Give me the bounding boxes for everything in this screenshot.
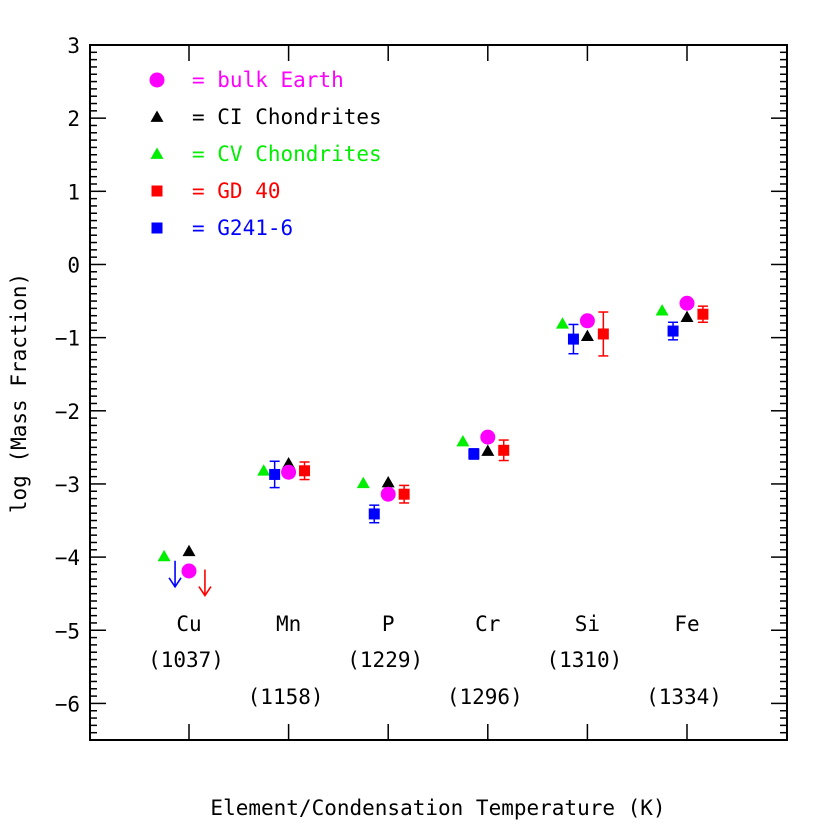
element-label: Cr <box>475 612 500 636</box>
data-point <box>556 317 569 329</box>
data-point <box>480 429 496 445</box>
data-point <box>680 310 694 323</box>
y-tick-label: 0 <box>67 253 80 277</box>
data-point <box>697 308 709 320</box>
legend-label: = G241-6 <box>192 216 293 240</box>
legend-marker <box>150 147 164 159</box>
upper-limit-arrowhead <box>198 586 212 597</box>
element-label: Si <box>575 612 600 636</box>
legend-marker <box>149 72 165 88</box>
legend-label: = GD 40 <box>192 179 281 203</box>
tick-marks <box>90 44 787 741</box>
data-point <box>356 476 370 489</box>
data-point <box>679 295 695 311</box>
element-label: Cu <box>176 612 201 636</box>
temperature-label: (1310) <box>546 648 622 672</box>
element-label: P <box>382 612 395 636</box>
data-point <box>398 488 410 500</box>
temperature-label: (1229) <box>347 648 423 672</box>
data-point <box>157 549 171 562</box>
error-bars <box>269 305 708 524</box>
y-tick-label: 3 <box>67 34 80 58</box>
data-point <box>299 465 311 477</box>
upper-limit-arrowhead <box>168 577 182 589</box>
data-point <box>667 325 679 337</box>
x-axis-label: Element/Condensation Temperature (K) <box>210 796 665 820</box>
y-tick-label: 1 <box>67 180 80 204</box>
data-point <box>468 448 480 460</box>
data-point <box>257 464 271 476</box>
temperature-label: (1334) <box>646 685 722 709</box>
y-tick-label: −6 <box>55 692 80 716</box>
data-point <box>481 444 495 456</box>
data-point <box>381 475 395 488</box>
legend-marker <box>150 110 164 122</box>
data-point <box>181 563 197 579</box>
element-label: Mn <box>276 612 301 636</box>
data-point <box>269 468 281 480</box>
data-point <box>182 544 196 557</box>
data-point <box>597 328 609 340</box>
y-axis-label: log (Mass Fraction) <box>7 273 31 513</box>
data-point <box>456 435 470 447</box>
data-point <box>498 444 510 456</box>
data-point <box>281 464 297 480</box>
legend: = bulk Earth = CI Chondrites = CV Chondrit… <box>149 68 382 240</box>
y-tick-label: −3 <box>55 473 80 497</box>
legend-label: = CV Chondrites <box>192 142 382 166</box>
data-point <box>580 329 594 342</box>
data-point <box>655 304 669 316</box>
data-point <box>380 486 396 502</box>
temperature-label: (1158) <box>248 685 324 709</box>
legend-label: = bulk Earth <box>192 68 344 92</box>
temperature-label: (1037) <box>148 648 224 672</box>
element-label: Fe <box>674 612 699 636</box>
y-tick-label: −1 <box>55 327 80 351</box>
temperature-label: (1296) <box>447 685 523 709</box>
plot-frame <box>89 44 788 741</box>
y-tick-label: −4 <box>55 546 80 570</box>
y-tick-label: 2 <box>67 107 80 131</box>
category-labels: Cu (1037) Mn (1158) P (1229) Cr (1296) Si (1310) F… <box>148 612 722 709</box>
data-point <box>567 333 579 345</box>
legend-label: = CI Chondrites <box>192 105 382 129</box>
data-points <box>157 295 709 597</box>
legend-marker <box>151 185 163 197</box>
legend-marker <box>151 222 163 234</box>
y-tick-label: −2 <box>55 400 80 424</box>
y-tick-label: −5 <box>55 619 80 643</box>
data-point <box>368 508 380 520</box>
data-point <box>579 313 595 329</box>
y-tick-labels: 3 2 1 0 −1 −2 −3 −4 −5 −6 <box>55 34 80 716</box>
